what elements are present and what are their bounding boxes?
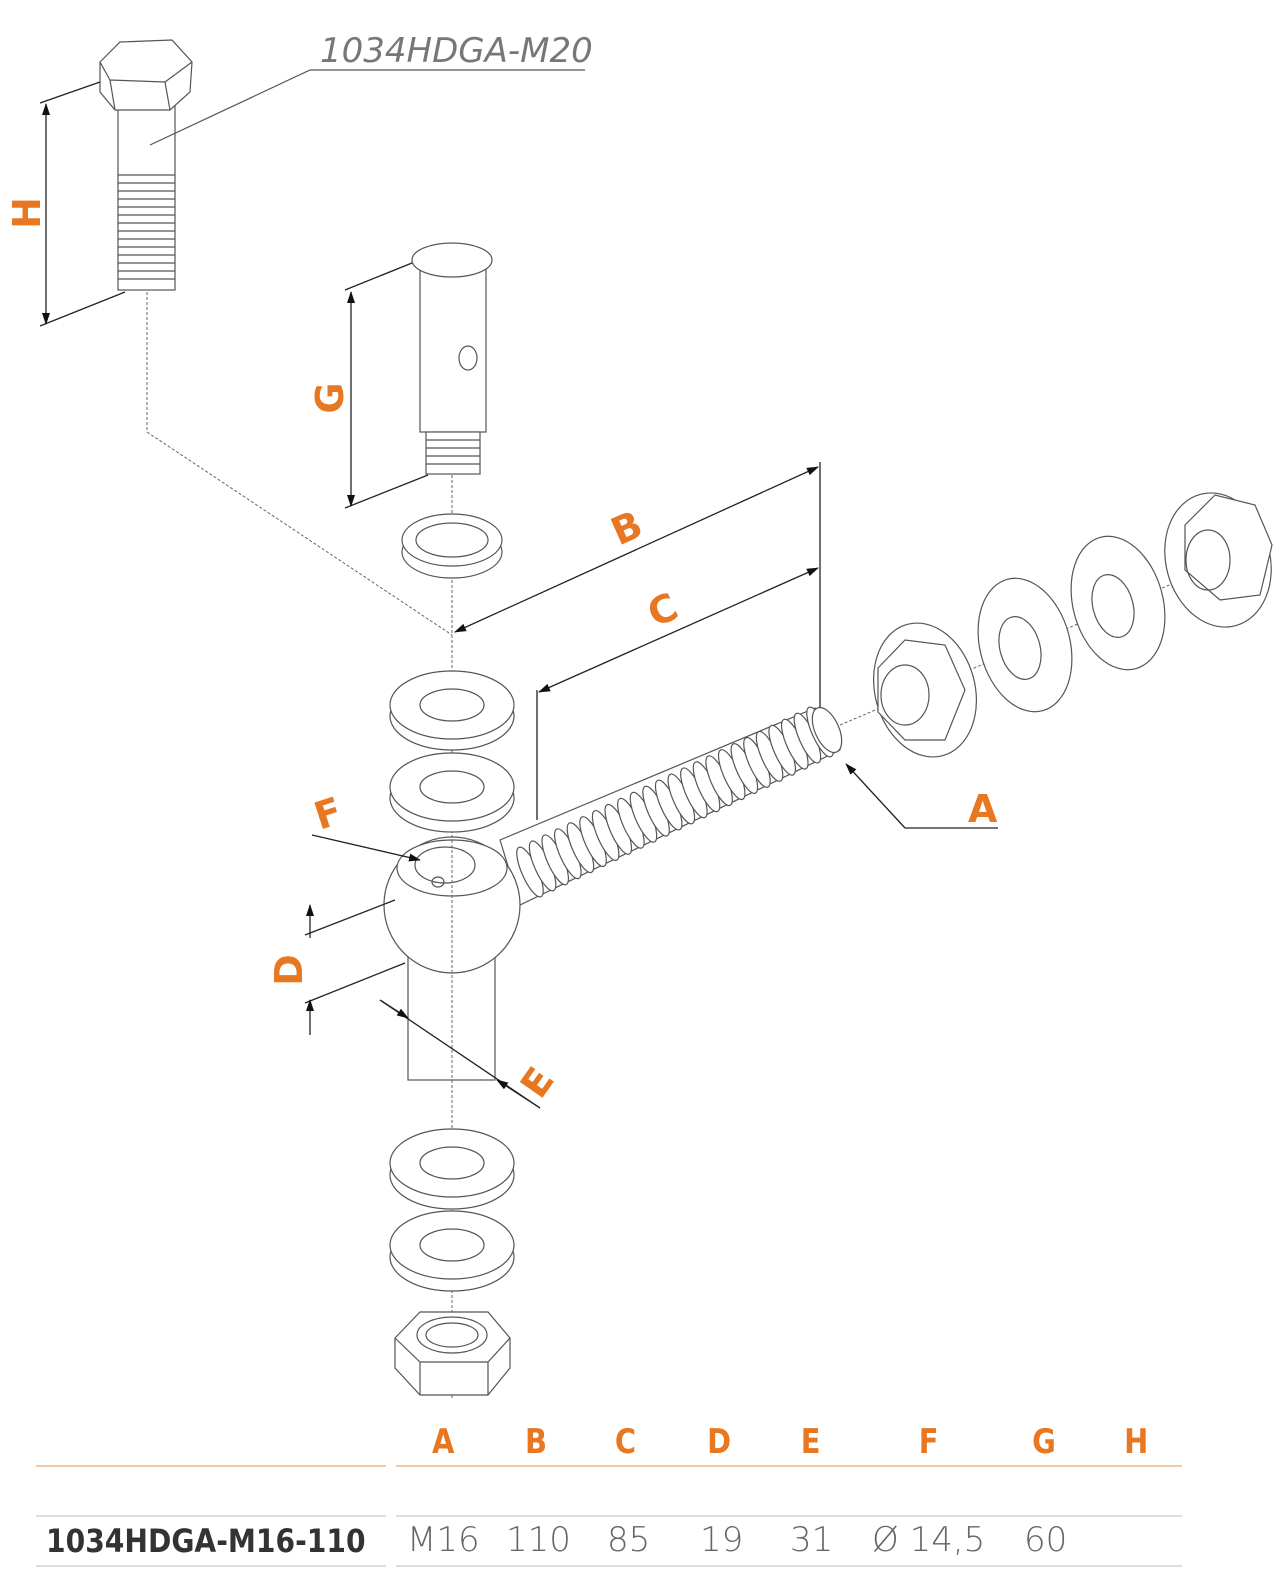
bush-ring — [401, 513, 503, 579]
col-header-h: H — [1124, 1422, 1149, 1462]
svg-text:G: G — [308, 382, 352, 413]
row-part-number: 1034HDGA-M16-110 — [46, 1522, 366, 1560]
col-header-g: G — [1032, 1422, 1056, 1462]
svg-text:H: H — [5, 197, 49, 229]
cell-g: 60 — [1024, 1520, 1068, 1560]
washer-upper-1 — [389, 670, 515, 751]
exploded-assembly-drawing: 1034HDGA-M20 H G B C — [5, 31, 1273, 1400]
threaded-rod — [499, 706, 843, 906]
col-header-c: C — [614, 1422, 637, 1462]
svg-text:D: D — [267, 954, 311, 986]
washer-lower-1 — [389, 1128, 515, 1210]
washer-upper-2 — [389, 752, 515, 833]
hinge-pin — [411, 242, 493, 475]
hex-bolt — [99, 39, 193, 291]
dimension-a: A — [845, 763, 998, 831]
col-header-e: E — [800, 1422, 821, 1462]
cell-e: 31 — [790, 1520, 834, 1560]
cell-b: 110 — [506, 1520, 571, 1560]
svg-text:A: A — [968, 787, 998, 831]
dimensions-table: A B C D E F G H 1034HDGA-M16-110 M16 110… — [0, 1410, 1280, 1569]
part-label: 1034HDGA-M20 — [320, 31, 593, 71]
hex-nut-lower — [394, 1311, 511, 1396]
flange-nut-2 — [1164, 492, 1273, 628]
part-label-leader — [149, 69, 585, 146]
cell-f: Ø 14,5 — [872, 1520, 986, 1560]
col-header-d: D — [707, 1422, 732, 1462]
col-header-a: A — [431, 1422, 455, 1462]
dimension-g: G — [308, 262, 429, 509]
washer-lower-2 — [389, 1210, 515, 1292]
svg-text:F: F — [309, 789, 347, 839]
col-header-f: F — [918, 1422, 939, 1462]
dimension-b: B — [454, 462, 821, 712]
cell-c: 85 — [607, 1520, 651, 1560]
eye-ball — [383, 836, 521, 1081]
flange-nut-1 — [872, 622, 978, 758]
cell-a: M16 — [407, 1520, 480, 1560]
svg-text:E: E — [512, 1059, 563, 1106]
dimension-d: D — [267, 899, 406, 1035]
washer-right-2 — [1070, 535, 1166, 671]
cell-d: 19 — [700, 1520, 744, 1560]
col-header-b: B — [524, 1422, 547, 1462]
dimension-h: H — [5, 81, 126, 327]
svg-text:C: C — [641, 584, 684, 636]
washer-right-1 — [977, 577, 1073, 713]
